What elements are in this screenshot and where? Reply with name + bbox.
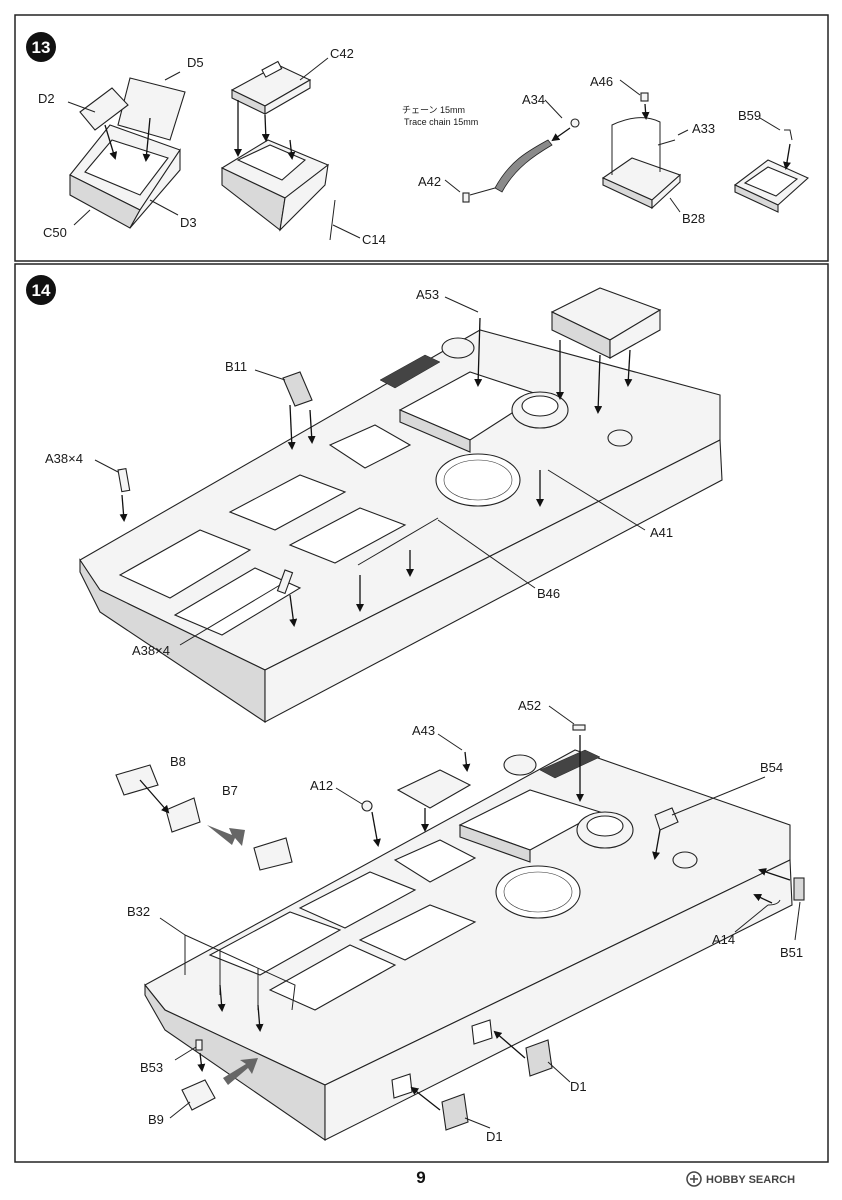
svg-text:13: 13 <box>32 38 51 57</box>
callout-a14: A14 <box>712 932 735 947</box>
vision-block-assembly <box>733 117 809 213</box>
callout-b9: B9 <box>148 1112 164 1127</box>
svg-text:Trace chain 15mm: Trace chain 15mm <box>404 117 478 127</box>
callout-a46: A46 <box>590 74 613 89</box>
svg-text:14: 14 <box>32 281 51 300</box>
callout-a43: A43 <box>412 723 435 738</box>
callout-a38x4: A38×4 <box>45 451 83 466</box>
step-13-callouts: D5 D2 C50 D3 C42 C14 A34 A42 A46 A33 B28… <box>38 46 761 247</box>
callout-d1-2: D1 <box>486 1129 503 1144</box>
svg-text:チェーン 15mm: チェーン 15mm <box>402 105 465 115</box>
callout-c50: C50 <box>43 225 67 240</box>
callout-d2: D2 <box>38 91 55 106</box>
callout-c14: C14 <box>362 232 386 247</box>
lower-hull-drawing <box>115 705 805 1142</box>
direction-arrow <box>207 825 245 846</box>
callout-b7: B7 <box>222 783 238 798</box>
callout-b59: B59 <box>738 108 761 123</box>
callout-a41: A41 <box>650 525 673 540</box>
callout-d1: D1 <box>570 1079 587 1094</box>
callout-a53: A53 <box>416 287 439 302</box>
step-14-badge: 14 <box>26 275 56 305</box>
callout-a12: A12 <box>310 778 333 793</box>
step-14-callouts: A53 B11 A38×4 A41 B46 A38×4 A52 A43 B8 A… <box>45 287 803 1144</box>
callout-b32: B32 <box>127 904 150 919</box>
direction-arrow <box>223 1058 258 1085</box>
step-14-panel: 14 <box>14 263 829 1163</box>
upper-hull-drawing <box>79 287 723 724</box>
callout-a34: A34 <box>522 92 545 107</box>
hobbysearch-logo-icon <box>686 1171 702 1187</box>
storage-box-assembly <box>67 71 186 229</box>
callout-a33: A33 <box>692 121 715 136</box>
callout-b8: B8 <box>170 754 186 769</box>
hatch-frame-assembly <box>601 79 689 213</box>
step-13-panel: 13 <box>14 14 829 262</box>
callout-b53: B53 <box>140 1060 163 1075</box>
callout-b11: B11 <box>225 359 247 374</box>
callout-d3: D3 <box>180 215 197 230</box>
callout-a42: A42 <box>418 174 441 189</box>
callout-b51: B51 <box>780 945 803 960</box>
callout-b46: B46 <box>537 586 560 601</box>
callout-a52: A52 <box>518 698 541 713</box>
hatch-box-assembly <box>220 57 361 241</box>
callout-b28: B28 <box>682 211 705 226</box>
brand-watermark: HOBBY SEARCH <box>706 1174 795 1186</box>
page-number: 9 <box>416 1168 425 1187</box>
step-13-badge: 13 <box>26 32 56 62</box>
callout-d5: D5 <box>187 55 204 70</box>
callout-b54: B54 <box>760 760 783 775</box>
callout-c42: C42 <box>330 46 354 61</box>
trace-chain-assembly: チェーン 15mm Trace chain 15mm <box>402 99 580 203</box>
callout-a38x4-2: A38×4 <box>132 643 170 658</box>
